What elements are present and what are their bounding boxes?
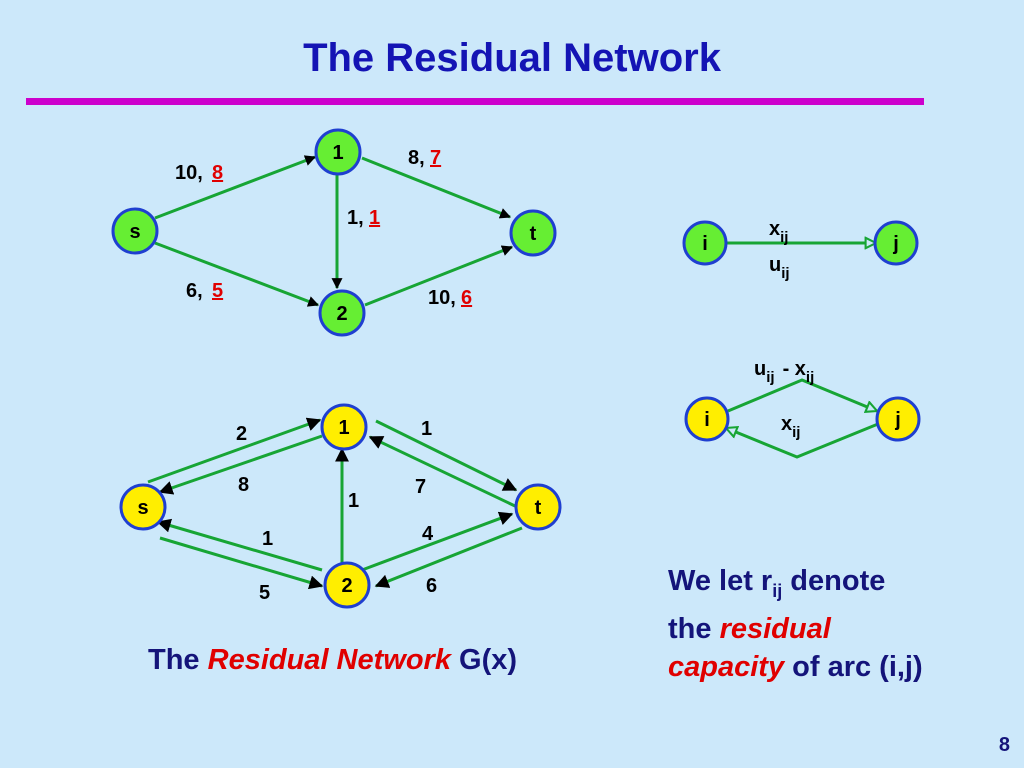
arc-1-t-capacity: 8,: [408, 147, 425, 169]
svg-text:t: t: [535, 497, 542, 519]
arc-1-2-capacity: 1,: [347, 207, 364, 229]
res-label-s-2: 5: [259, 582, 270, 604]
arc-1-2-flow: 1: [369, 207, 380, 229]
svg-text:1: 1: [338, 417, 349, 439]
residual-legend-node-i: i: [684, 396, 730, 442]
node-1: 1: [314, 128, 362, 176]
res-label-2-s: 1: [262, 528, 273, 550]
res-arc-1-s: [158, 434, 323, 495]
res-arc-t-2: [374, 526, 523, 588]
residual-legend-forward-label: uij- xij: [754, 358, 814, 386]
arc-1-t: [361, 156, 512, 219]
res-arc-s-2: [159, 536, 324, 590]
res-label-t-1: 7: [415, 476, 426, 498]
legend-node-i: i: [682, 220, 728, 266]
res-label-2-1: 1: [348, 490, 359, 512]
residual-legend-node-j: j: [875, 396, 921, 442]
svg-text:s: s: [137, 497, 148, 519]
svg-text:1: 1: [332, 142, 343, 164]
svg-text:s: s: [129, 221, 140, 243]
svg-text:2: 2: [336, 303, 347, 325]
arc-2-t-capacity: 10,: [428, 287, 456, 309]
legend-capacity-label: uij: [769, 254, 790, 282]
top-network: s 1 2 t 10, 8 8, 7 1, 1 6, 5 10, 6: [111, 128, 557, 337]
node-2: 2: [318, 289, 366, 337]
arc-2-t: [364, 245, 514, 307]
res-arc-2-t: [361, 511, 514, 572]
res-label-s-1: 2: [236, 423, 247, 445]
res-arc-s-1: [147, 417, 322, 484]
res-label-t-2: 6: [426, 575, 437, 597]
arc-s-2-capacity: 6,: [186, 280, 203, 302]
res-node-t: t: [514, 483, 562, 531]
title-underline: [26, 98, 924, 105]
res-arc-t-1: [368, 435, 516, 508]
residual-network: s 1 2 t 2 8 1 7 1 1 5 4 6: [119, 403, 562, 609]
res-arc-2-s: [156, 518, 323, 572]
node-t: t: [509, 209, 557, 257]
svg-text:i: i: [702, 233, 708, 255]
svg-text:t: t: [530, 223, 537, 245]
arc-s-1: [154, 155, 317, 220]
page-number: 8: [998, 734, 1010, 756]
res-node-2: 2: [323, 561, 371, 609]
res-node-s: s: [119, 483, 167, 531]
arc-s-2: [154, 241, 320, 307]
residual-network-caption: The Residual Network G(x): [148, 644, 518, 676]
residual-legend: i j uij- xij xij: [684, 358, 921, 459]
res-label-1-t: 1: [421, 418, 432, 440]
res-label-2-t: 4: [422, 523, 434, 545]
slide-title: The Residual Network: [303, 36, 721, 80]
arc-s-2-flow: 5: [212, 280, 223, 302]
residual-capacity-note: We let rij denote the residual capacity …: [668, 565, 923, 683]
res-label-1-s: 8: [238, 474, 249, 496]
legend-backward-arc: [726, 422, 879, 459]
arc-s-1-flow: 8: [212, 162, 223, 184]
svg-text:j: j: [894, 409, 901, 431]
res-arc-1-t: [375, 419, 518, 492]
residual-legend-backward-label: xij: [781, 413, 800, 441]
legend-forward-arc: [727, 378, 877, 411]
svg-text:i: i: [704, 409, 710, 431]
svg-text:2: 2: [341, 575, 352, 597]
node-s: s: [111, 207, 159, 255]
arc-s-1-capacity: 10,: [175, 162, 203, 184]
res-node-1: 1: [320, 403, 368, 451]
arc-2-t-flow: 6: [461, 287, 472, 309]
svg-text:j: j: [892, 233, 899, 255]
legend-flow-label: xij: [769, 218, 788, 246]
arc-1-t-flow: 7: [430, 147, 441, 169]
arc-legend: i j xij uij: [682, 218, 919, 282]
legend-node-j: j: [873, 220, 919, 266]
